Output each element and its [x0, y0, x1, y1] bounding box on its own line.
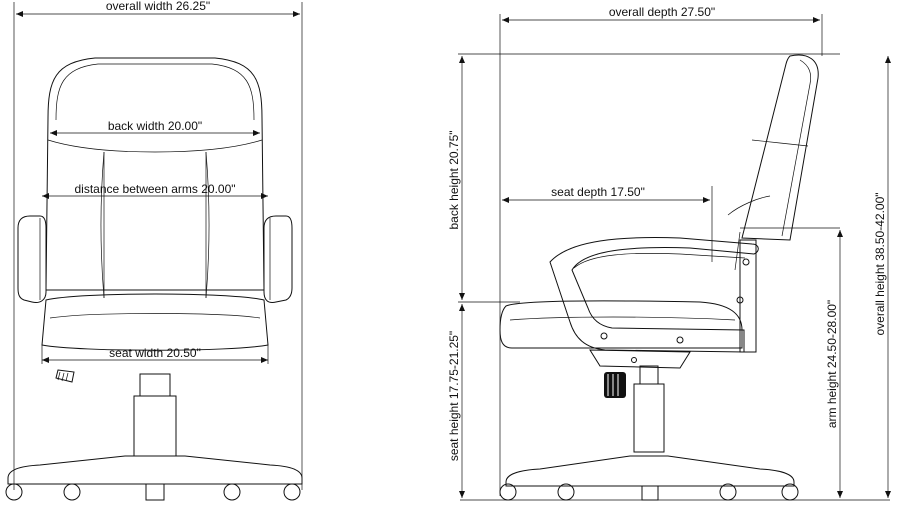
- side-casters: [499, 483, 799, 501]
- seat-width-label: seat width 20.50": [109, 346, 201, 360]
- seat-depth-dimension: seat depth 17.50": [502, 185, 713, 262]
- arm-height-dimension: arm height 24.50-28.00": [825, 230, 843, 498]
- seat-height-label: seat height 17.75-21.25": [447, 331, 461, 461]
- back-height-label: back height 20.75": [447, 131, 461, 230]
- back-width-dimension: back width 20.00": [50, 119, 260, 136]
- seat-height-dimension: seat height 17.75-21.25": [447, 304, 465, 498]
- side-view: overall depth 27.50": [447, 5, 891, 501]
- overall-height-label: overall height 38.50-42.00": [873, 192, 887, 335]
- seat-depth-label: seat depth 17.50": [551, 185, 645, 199]
- overall-height-dimension: overall height 38.50-42.00": [873, 56, 891, 498]
- front-seat: [41, 293, 269, 364]
- front-arms: [17, 215, 293, 303]
- front-view: overall width 26.25" back width 20.00": [5, 0, 303, 501]
- front-chair-back: [45, 57, 265, 299]
- overall-width-label: overall width 26.25": [106, 0, 210, 13]
- arm-height-label: arm height 24.50-28.00": [825, 300, 839, 428]
- back-height-dimension: back height 20.75": [447, 56, 465, 300]
- casters: [5, 483, 301, 501]
- seat-width-dimension: seat width 20.50": [42, 346, 268, 363]
- side-base: [499, 349, 799, 501]
- arms-distance-label: distance between arms 20.00": [74, 182, 235, 196]
- side-arm: [549, 237, 759, 353]
- side-seat: [499, 300, 743, 349]
- overall-width-dimension: overall width 26.25": [13, 0, 303, 490]
- back-width-label: back width 20.00": [108, 119, 202, 133]
- overall-depth-label: overall depth 27.50": [609, 5, 715, 19]
- overall-depth-dimension: overall depth 27.50": [499, 5, 823, 496]
- side-chair-back: [727, 54, 819, 271]
- arms-distance-dimension: distance between arms 20.00": [42, 182, 268, 199]
- front-base: [5, 369, 303, 501]
